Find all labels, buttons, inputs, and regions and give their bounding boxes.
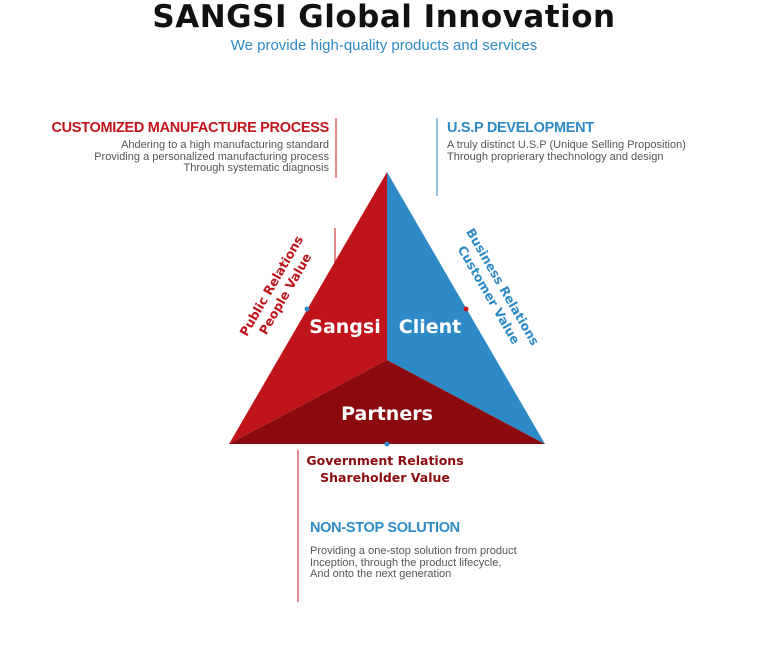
- manufacture-line: Ahdering to a high manufacturing standar…: [121, 139, 329, 151]
- government-relations-text: Government Relations: [306, 453, 463, 468]
- shareholder-value-text: Shareholder Value: [320, 470, 450, 485]
- partners-section: [229, 360, 545, 444]
- client-label: Client: [399, 316, 461, 338]
- page-subtitle: We provide high-quality products and ser…: [230, 37, 538, 54]
- manufacture-line: Through systematic diagnosis: [183, 162, 329, 174]
- nonstop-line: And onto the next generation: [310, 568, 452, 580]
- usp-heading: U.S.P DEVELOPMENT: [447, 120, 594, 136]
- sangsi-label: Sangsi: [309, 316, 380, 338]
- left-edge-dot: [304, 306, 310, 312]
- nonstop-line: Providing a one-stop solution from produ…: [310, 545, 517, 557]
- usp-line: A truly distinct U.S.P (Unique Selling P…: [447, 139, 686, 151]
- partners-label: Partners: [341, 403, 433, 425]
- nonstop-line: Inception, through the product lifecycle…: [310, 556, 502, 569]
- usp-line: Through proprierary thechnology and desi…: [447, 150, 664, 163]
- bottom-edge-dot: [384, 441, 390, 447]
- nonstop-block: NON-STOP SOLUTION Providing a one-stop s…: [310, 519, 610, 581]
- usp-block: U.S.P DEVELOPMENT A truly distinct U.S.P…: [447, 119, 762, 163]
- manufacture-block: CUSTOMIZED MANUFACTURE PROCESS Ahdering …: [20, 119, 329, 175]
- manufacture-line: Providing a personalized manufacturing p…: [94, 150, 329, 163]
- nonstop-heading: NON-STOP SOLUTION: [310, 520, 460, 536]
- right-edge-dot: [463, 306, 469, 312]
- page-title: SANGSI Global Innovation: [152, 0, 616, 35]
- manufacture-heading: CUSTOMIZED MANUFACTURE PROCESS: [51, 120, 329, 136]
